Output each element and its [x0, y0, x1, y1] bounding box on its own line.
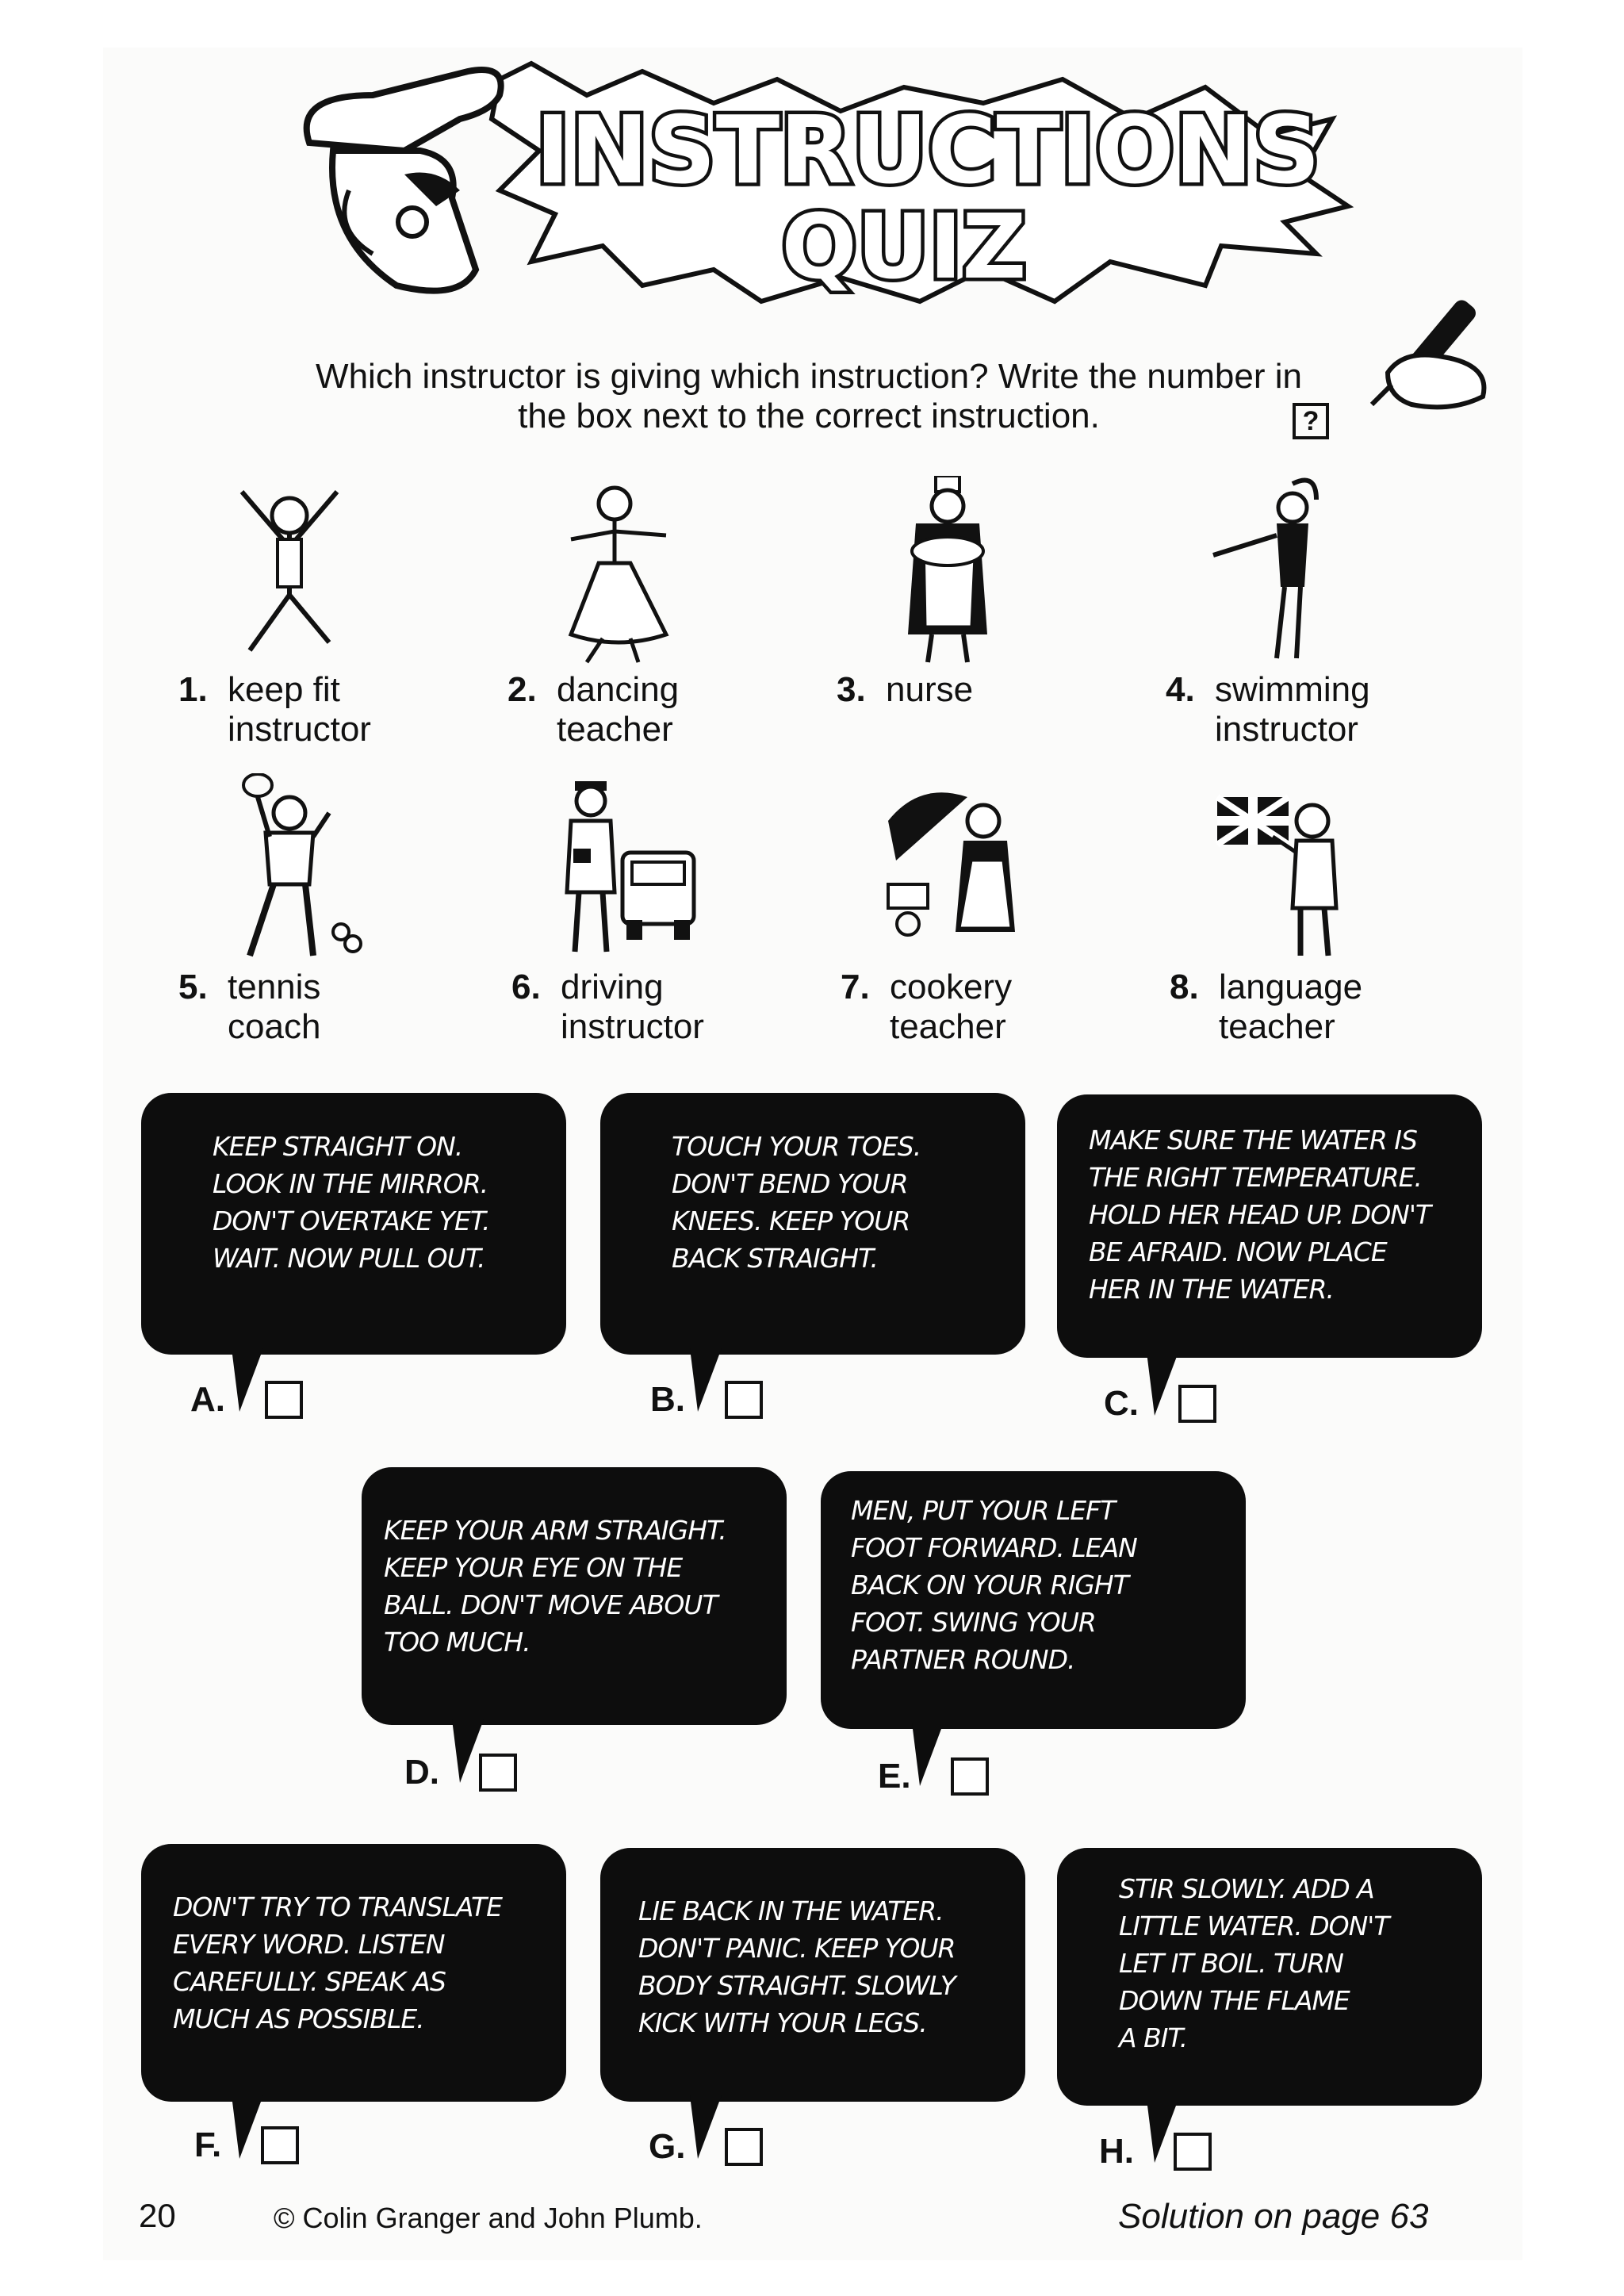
title-line2: QUIZ [781, 196, 1026, 299]
tennis-coach-illustration [242, 772, 362, 957]
bubble-tail-f [232, 2095, 263, 2159]
instructor-label: cookery teacher [890, 968, 1013, 1046]
instructor-number: 2. [508, 670, 537, 709]
instructor-label: swimming instructor [1215, 670, 1370, 749]
instruction-bubble-e: MEN, PUT YOUR LEFT FOOT FORWARD. LEAN BA… [821, 1471, 1246, 1729]
instructor-6: 6. driving instructor [511, 773, 797, 1047]
bubble-tail-a [232, 1348, 263, 1412]
answer-box[interactable] [1178, 1385, 1216, 1423]
driving-instructor-illustration [565, 781, 696, 953]
nurse-illustration [908, 474, 987, 663]
answer-b: B. [650, 1380, 763, 1420]
instructor-number: 7. [841, 968, 870, 1006]
bubble-text: KEEP YOUR ARM STRAIGHT. KEEP YOUR EYE ON… [384, 1515, 727, 1658]
keep-fit-instructor-illustration [239, 490, 339, 652]
bubble-tail-d [452, 1719, 484, 1783]
answer-box[interactable] [261, 2126, 300, 2164]
answer-letter: F. [194, 2125, 222, 2164]
bubble-tail-e [912, 1723, 944, 1786]
instructor-number: 1. [178, 670, 208, 709]
title-line1: INSTRUCTIONS [535, 95, 1320, 205]
instructor-4: 4. swimming instructor [1166, 476, 1451, 749]
answer-letter: D. [404, 1753, 439, 1792]
dancing-teacher-illustration [568, 485, 669, 664]
instruction-bubble-g: LIE BACK IN THE WATER. DON'T PANIC. KEEP… [600, 1848, 1025, 2102]
bubble-tail-g [690, 2095, 722, 2159]
bubble-tail-c [1147, 1352, 1178, 1416]
bubble-text: STIR SLOWLY. ADD A LITTLE WATER. DON'T L… [1119, 1873, 1390, 2053]
instruction-bubble-b: TOUCH YOUR TOES. DON'T BEND YOUR KNEES. … [600, 1093, 1025, 1355]
bubble-text: MAKE SURE THE WATER IS THE RIGHT TEMPERA… [1089, 1125, 1431, 1305]
instructor-label: language teacher [1219, 968, 1363, 1046]
answer-letter: G. [649, 2127, 686, 2166]
instructor-label: driving instructor [561, 968, 704, 1046]
language-teacher-illustration [1215, 794, 1339, 956]
swimming-instructor-illustration [1212, 477, 1319, 659]
bubble-text: LIE BACK IN THE WATER. DON'T PANIC. KEEP… [638, 1895, 956, 2038]
bubble-text: TOUCH YOUR TOES. DON'T BEND YOUR KNEES. … [672, 1131, 921, 1274]
answer-h: H. [1099, 2132, 1212, 2171]
instructor-number: 5. [178, 968, 208, 1006]
instructor-7: 7. cookery teacher [841, 773, 1126, 1047]
bubble-tail-b [690, 1348, 722, 1412]
instruction-bubble-f: DON'T TRY TO TRANSLATE EVERY WORD. LISTE… [141, 1844, 566, 2102]
bubble-text: DON'T TRY TO TRANSLATE EVERY WORD. LISTE… [173, 1892, 503, 2034]
quiz-title-banner: INSTRUCTIONS QUIZ [488, 60, 1354, 305]
banner-burst [488, 60, 1354, 305]
pen-hand-illustration [1369, 300, 1487, 410]
instruction-text: Which instructor is giving which instruc… [316, 357, 1302, 435]
answer-box[interactable] [725, 2128, 764, 2166]
answer-letter: C. [1104, 1384, 1139, 1423]
instructor-2: 2. dancing teacher [508, 476, 793, 749]
answer-d: D. [404, 1753, 517, 1792]
copyright: © Colin Granger and John Plumb. [274, 2202, 703, 2234]
bubble-tail-h [1147, 2099, 1178, 2163]
answer-letter: A. [190, 1380, 225, 1419]
answer-box[interactable] [479, 1754, 517, 1792]
instructor-label: dancing teacher [557, 670, 680, 749]
instructor-number: 4. [1166, 670, 1195, 709]
answer-g: G. [649, 2127, 764, 2167]
bubble-text: KEEP STRAIGHT ON. LOOK IN THE MIRROR. DO… [213, 1131, 491, 1274]
answer-letter: B. [650, 1380, 685, 1419]
instructor-number: 8. [1170, 968, 1199, 1006]
answer-f: F. [194, 2125, 300, 2165]
instruction-bubble-h: STIR SLOWLY. ADD A LITTLE WATER. DON'T L… [1057, 1848, 1482, 2106]
answer-a: A. [190, 1380, 303, 1420]
instructor-label: tennis coach [228, 968, 321, 1046]
solution-reference: Solution on page 63 [1118, 2197, 1429, 2236]
help-box: ? [1293, 403, 1329, 439]
instructor-5: 5. tennis coach [178, 772, 464, 1047]
bubble-text: MEN, PUT YOUR LEFT FOOT FORWARD. LEAN BA… [851, 1495, 1138, 1675]
page-number: 20 [139, 2197, 176, 2234]
instructor-number: 3. [837, 670, 866, 709]
instructor-1: 1. keep fit instructor [178, 476, 464, 749]
instructor-label: keep fit instructor [228, 670, 371, 749]
instruction-bubble-d: KEEP YOUR ARM STRAIGHT. KEEP YOUR EYE ON… [362, 1467, 787, 1725]
answer-box[interactable] [950, 1757, 989, 1796]
answer-e: E. [878, 1757, 989, 1796]
instructor-label: nurse [886, 670, 974, 709]
answer-box[interactable] [725, 1381, 763, 1419]
answer-box[interactable] [265, 1381, 303, 1419]
chef-instructor-illustration [303, 67, 504, 294]
instruction-bubble-c: MAKE SURE THE WATER IS THE RIGHT TEMPERA… [1057, 1094, 1482, 1358]
cookery-teacher-illustration [887, 792, 1015, 937]
instruction-bubble-a: KEEP STRAIGHT ON. LOOK IN THE MIRROR. DO… [141, 1093, 566, 1355]
answer-box[interactable] [1174, 2133, 1212, 2171]
answer-letter: H. [1099, 2132, 1134, 2171]
instructor-8: 8. language teacher [1170, 773, 1455, 1047]
answer-c: C. [1104, 1384, 1216, 1424]
instructor-number: 6. [511, 968, 541, 1006]
instructor-3: 3. nurse [837, 474, 1122, 710]
answer-letter: E. [878, 1757, 911, 1796]
